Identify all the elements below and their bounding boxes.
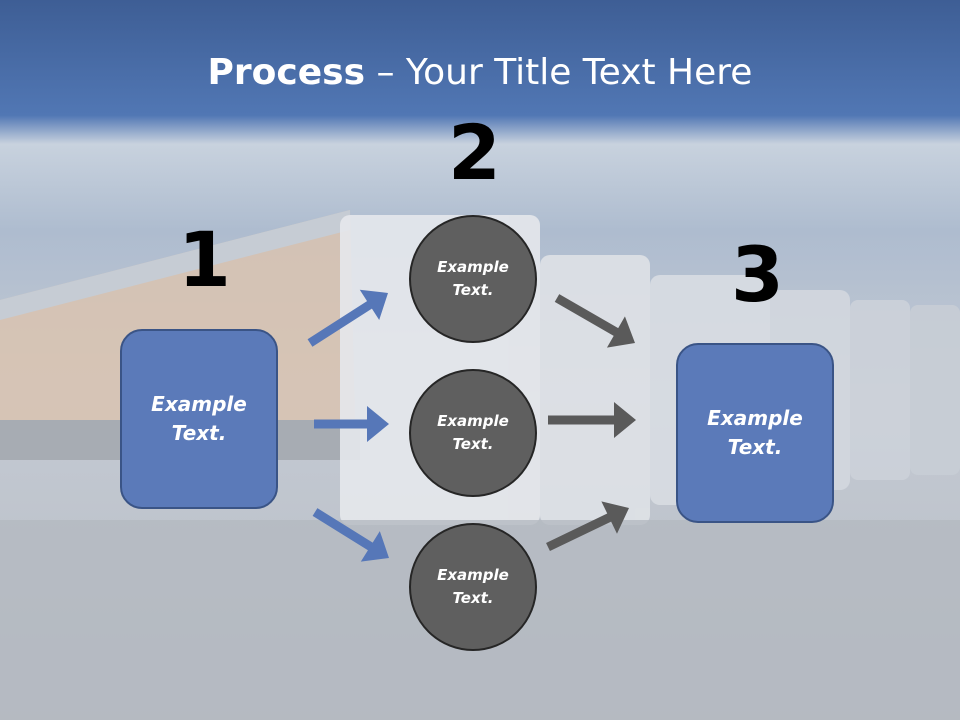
step-2b-circle: Example Text.: [409, 369, 537, 497]
step-1-box: Example Text.: [120, 329, 278, 509]
slide-title: Process – Your Title Text Here: [0, 52, 960, 93]
step-3-box: Example Text.: [676, 343, 834, 523]
step-2c-circle: Example Text.: [409, 523, 537, 651]
step-2a-text: Example Text.: [437, 258, 509, 299]
step-number-2: 2: [448, 108, 501, 197]
step-2c-text: Example Text.: [437, 566, 509, 607]
step-2b-text: Example Text.: [437, 412, 509, 453]
title-bold: Process: [207, 52, 366, 93]
step-3-text: Example Text.: [707, 406, 803, 459]
step-1-text: Example Text.: [151, 392, 247, 445]
step-2a-circle: Example Text.: [409, 215, 537, 343]
title-rest: – Your Title Text Here: [365, 52, 753, 93]
step-number-3: 3: [731, 230, 784, 319]
step-number-1: 1: [178, 215, 231, 304]
